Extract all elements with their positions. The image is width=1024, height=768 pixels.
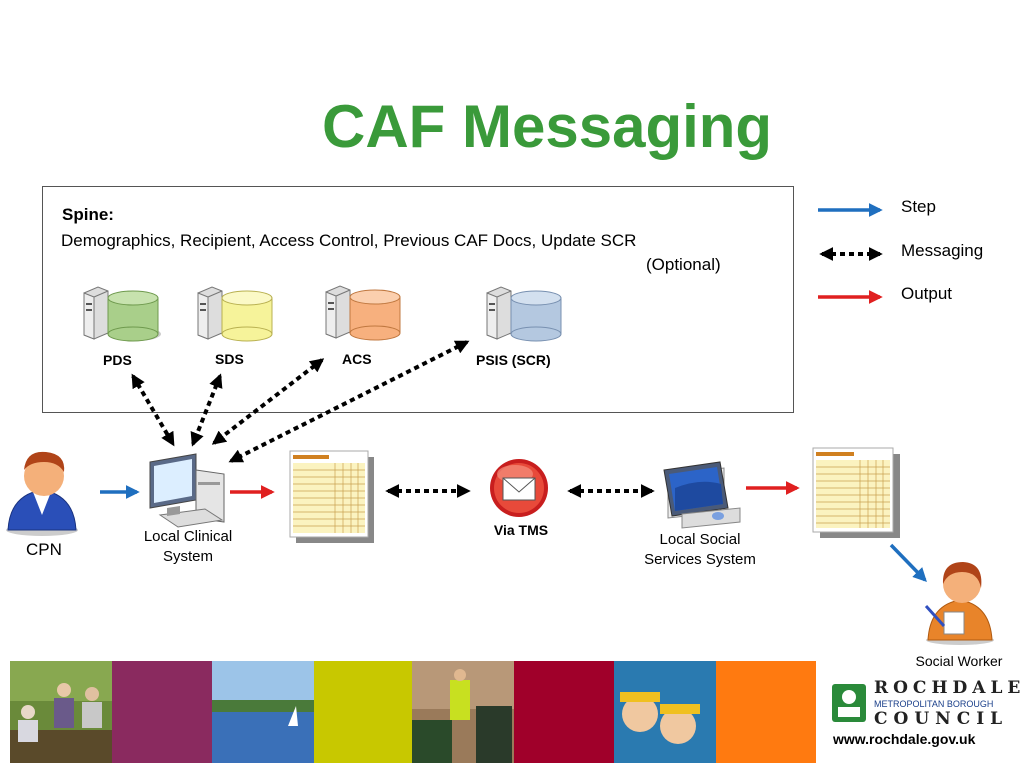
cpn-label: CPN [26,540,62,559]
local-clinical-system-icon [149,453,225,528]
via-tms-mail-icon [490,459,548,517]
legend-output-label: Output [901,284,953,303]
council-word: COUNCIL [874,709,1009,729]
messaging-arrows-spine [131,340,470,463]
database-sds-icon [197,286,273,342]
local-social-services-system-label: Local Social Services System [630,530,770,570]
caf-document-icon [289,450,374,543]
legend-messaging-label: Messaging [901,241,984,260]
council-subtitle: METROPOLITAN BOROUGH [874,699,994,709]
via-tms-label: Via TMS [493,522,549,538]
strip-color-yellow [314,661,412,763]
slide-title: CAF Messaging [322,93,773,160]
step-arrow-social-worker [889,543,927,583]
local-social-services-label-line2: Services System [644,551,756,568]
footer-image-strip [10,661,816,763]
local-social-services-system-icon [663,461,741,529]
db-label-pds: PDS [103,352,132,368]
db-label-psis: PSIS (SCR) [476,352,551,368]
spine-heading: Spine: [62,205,114,224]
strip-color-purple [112,661,212,763]
legend-step-label: Step [901,197,936,216]
rochdale-crest-icon [832,684,866,722]
database-psis-icon [486,286,562,342]
local-clinical-system-label-line2: System [162,548,213,565]
strip-color-red [514,661,614,763]
database-acs-icon [325,285,401,341]
local-clinical-system-label-line1: Local Clinical [143,528,233,545]
social-worker-person-icon [924,562,994,645]
photo-children-swimming [614,661,716,763]
spine-description: Demographics, Recipient, Access Control,… [61,231,637,250]
spine-optional-note: (Optional) [646,255,721,274]
local-clinical-system-label: Local Clinical System [128,527,248,567]
cpn-person-icon [6,451,78,536]
strip-color-orange [716,661,816,763]
council-name: ROCHDALE [874,678,1024,698]
database-pds-icon [83,286,161,342]
photo-lake [212,661,314,763]
council-website-link[interactable]: www.rochdale.gov.uk [833,731,976,747]
caf-document-output-icon [812,447,900,538]
local-social-services-label-line1: Local Social [659,531,741,548]
photo-elderly-garden [10,661,112,763]
photo-street-workers [412,661,514,763]
social-worker-label: Social Worker [915,653,1003,669]
